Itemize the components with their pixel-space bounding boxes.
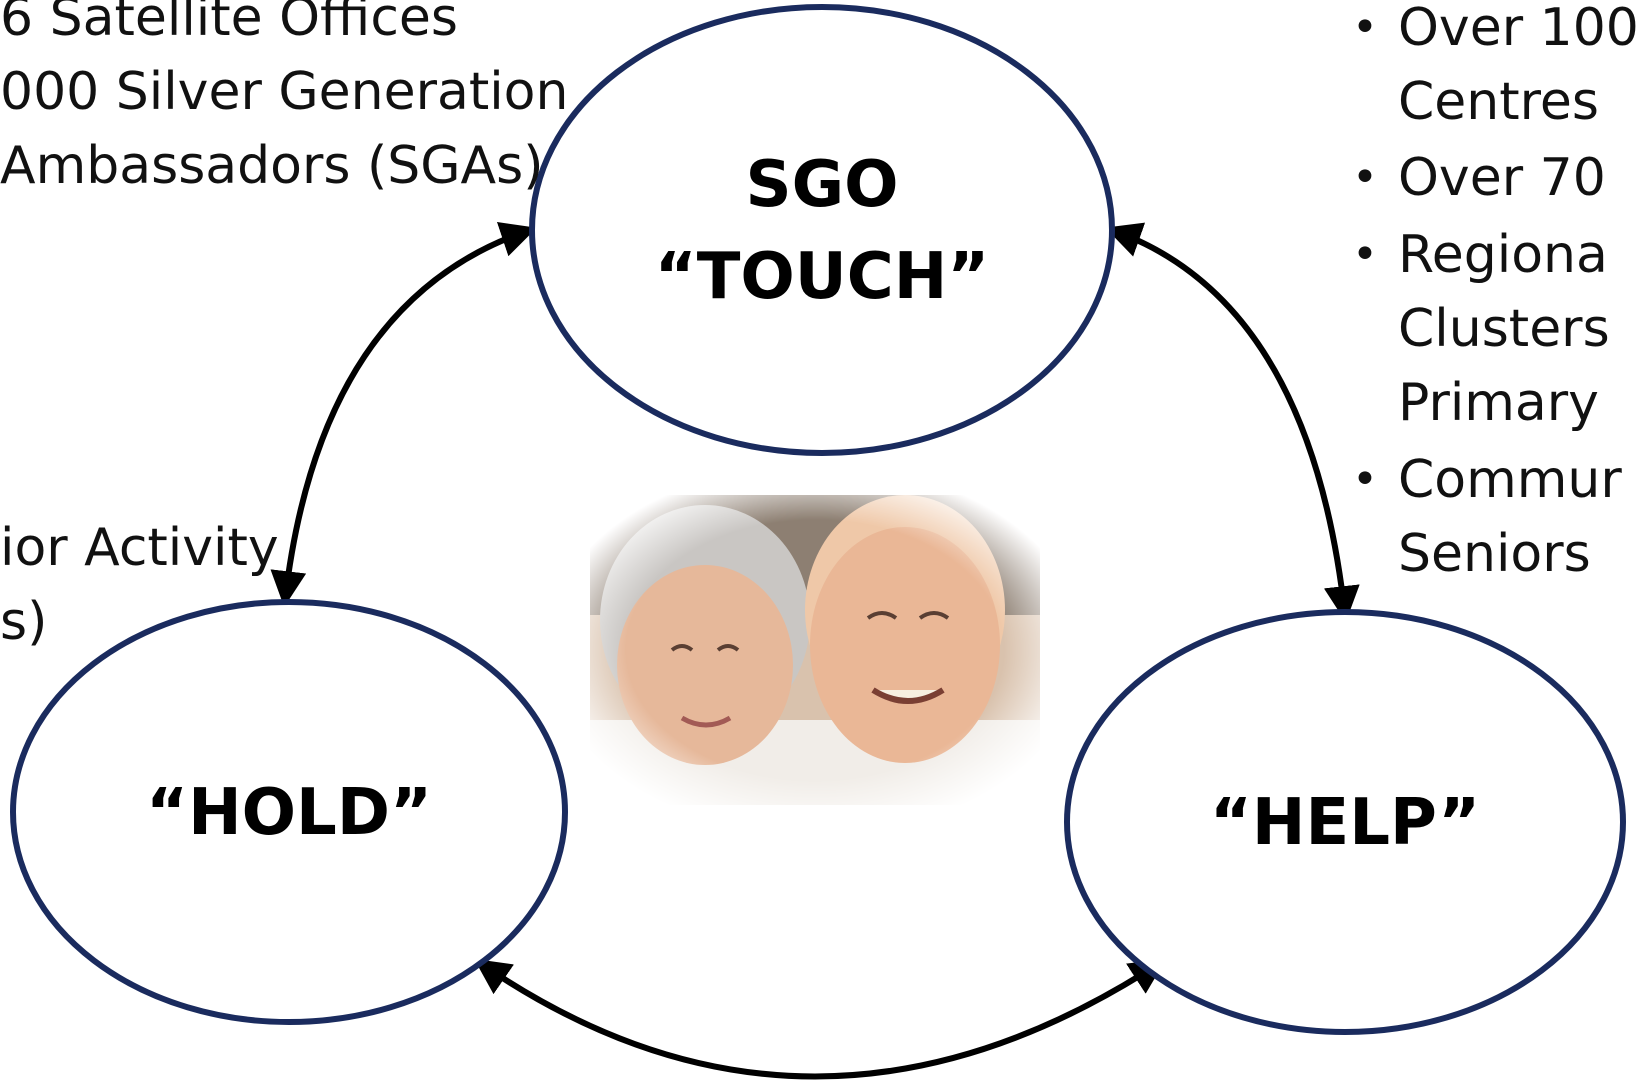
right-bullet-4-line-2: Seniors: [1398, 524, 1591, 584]
left-top-line-1: 6 Satellite Offices: [0, 0, 458, 48]
right-bullet-4-line-1: Commur: [1352, 442, 1622, 518]
left-top-line-3: Ambassadors (SGAs): [0, 136, 544, 196]
right-bullet-3-line-1: Regiona: [1352, 217, 1608, 293]
node-touch-title: SGO: [745, 148, 899, 222]
right-bullet-3-line-3: Primary: [1398, 373, 1599, 433]
left-mid-line-1: ior Activity: [0, 518, 279, 578]
right-bullet-3-line-2: Clusters: [1398, 299, 1610, 359]
elderly-couple-photo: [590, 495, 1040, 805]
right-bullet-2-line-1: Over 70: [1352, 140, 1606, 216]
node-help-ellipse: [1064, 609, 1626, 1035]
node-hold-ellipse: [10, 599, 568, 1025]
right-bullet-1-line-1: Over 100: [1352, 0, 1639, 66]
left-mid-line-2: s): [0, 592, 48, 652]
left-top-line-2: 000 Silver Generation: [0, 62, 569, 122]
arrow-touch-hold: [270, 222, 537, 608]
right-bullet-1-line-2: Centres: [1398, 72, 1599, 132]
node-help-label: “HELP”: [1209, 786, 1481, 860]
arrow-touch-help: [1105, 222, 1360, 623]
node-touch-subtitle: “TOUCH”: [654, 240, 990, 314]
node-hold-label: “HOLD”: [146, 776, 432, 850]
arrow-hold-help: [474, 958, 1167, 1080]
node-touch-ellipse: [529, 4, 1115, 456]
